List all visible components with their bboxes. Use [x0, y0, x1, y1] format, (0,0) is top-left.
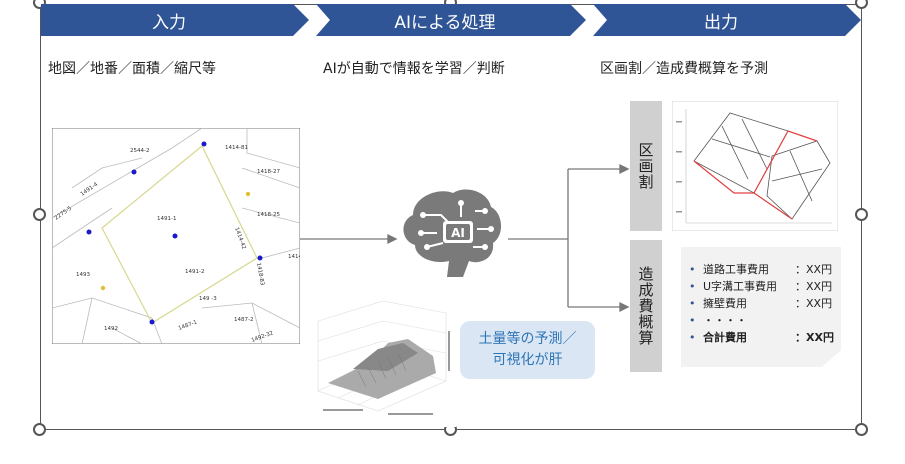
cost-item-name: U字溝工事費用 — [703, 278, 795, 295]
cost-total: •合計費用：XX円 — [689, 329, 841, 346]
ai-chip-label: AI — [451, 226, 465, 240]
ai-brain-icon: AI — [393, 185, 508, 285]
cost-item-value: ：XX円 — [795, 295, 832, 312]
division-label: 区画割 — [636, 142, 657, 190]
cost-item: •道路工事費用：XX円 — [689, 261, 841, 278]
insight-bubble-line2: 可視化が肝 — [460, 350, 595, 371]
insight-bubble-line1: 土量等の予測／ — [460, 329, 595, 350]
cost-item-value: ：XX円 — [795, 261, 832, 278]
cost-label-box: 造成費概算 — [630, 240, 662, 372]
insight-bubble: 土量等の予測／ 可視化が肝 — [460, 321, 595, 379]
cost-estimate-note: •道路工事費用：XX円 •U字溝工事費用：XX円 •擁壁費用：XX円 •・・・・… — [681, 247, 841, 367]
lot-division-image — [672, 101, 838, 231]
division-label-box: 区画割 — [630, 101, 662, 231]
cost-item: •U字溝工事費用：XX円 — [689, 278, 841, 295]
cost-label: 造成費概算 — [636, 266, 657, 346]
cost-item-value: ：XX円 — [795, 278, 832, 295]
terrain-3d-plot-image — [308, 301, 456, 427]
cost-item-name: ・・・・ — [703, 312, 795, 329]
cost-item-name: 擁壁費用 — [703, 295, 795, 312]
cost-item: •・・・・ — [689, 312, 841, 329]
cost-item-name: 道路工事費用 — [703, 261, 795, 278]
cost-item: •擁壁費用：XX円 — [689, 295, 841, 312]
cost-total-value: ：XX円 — [795, 329, 834, 346]
cost-total-name: 合計費用 — [703, 329, 795, 346]
